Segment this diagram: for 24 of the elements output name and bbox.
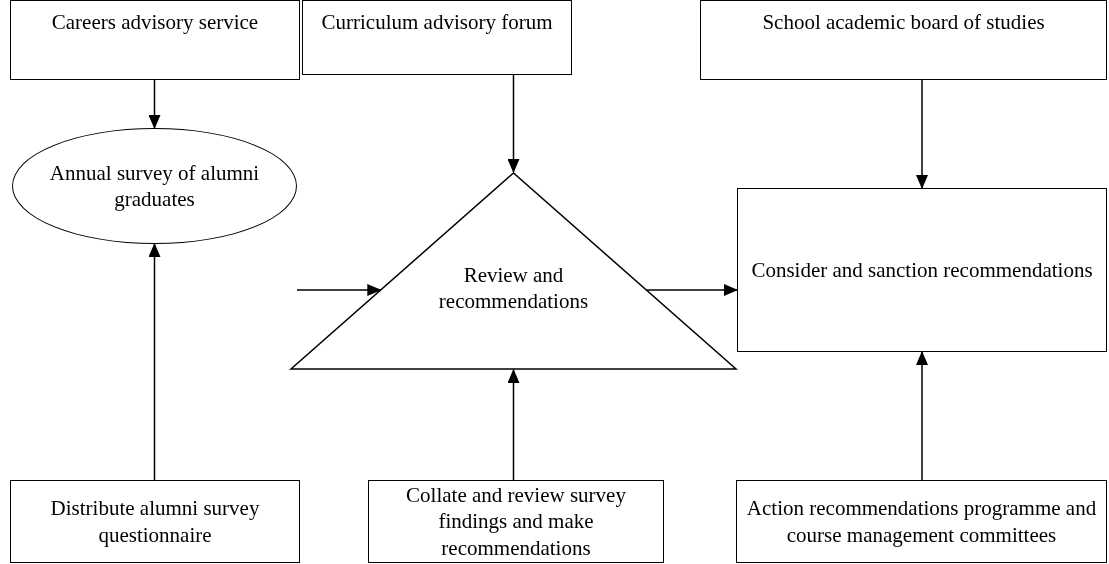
- node-label: Collate and review survey findings and make recommendations: [405, 482, 627, 561]
- node-label: Review and recommendations: [437, 261, 590, 314]
- node-label: Consider and sanction recommendations: [750, 256, 1094, 284]
- arrow: [507, 74, 520, 173]
- process-box: [736, 480, 1107, 563]
- arrow: [916, 351, 928, 481]
- process-box: [10, 0, 300, 80]
- node-label: Careers advisory service: [50, 9, 260, 36]
- arrow: [916, 79, 928, 189]
- node-label: Action recommendations programme and course management committees: [745, 495, 1098, 548]
- process-box: [737, 188, 1107, 352]
- arrow: [148, 79, 161, 129]
- process-box: [368, 480, 664, 563]
- node-label: Distribute alumni survey questionnaire: [49, 495, 261, 548]
- node-label: Annual survey of alumni graduates: [48, 159, 261, 213]
- arrow: [296, 284, 382, 296]
- process-box: [10, 480, 300, 563]
- arrow: [148, 243, 161, 481]
- process-box: [302, 0, 572, 75]
- review-triangle: [290, 172, 737, 370]
- node-label: School academic board of studies: [761, 9, 1046, 36]
- node-label: Curriculum advisory forum: [320, 9, 554, 36]
- process-box: [700, 0, 1107, 80]
- arrow: [507, 369, 520, 481]
